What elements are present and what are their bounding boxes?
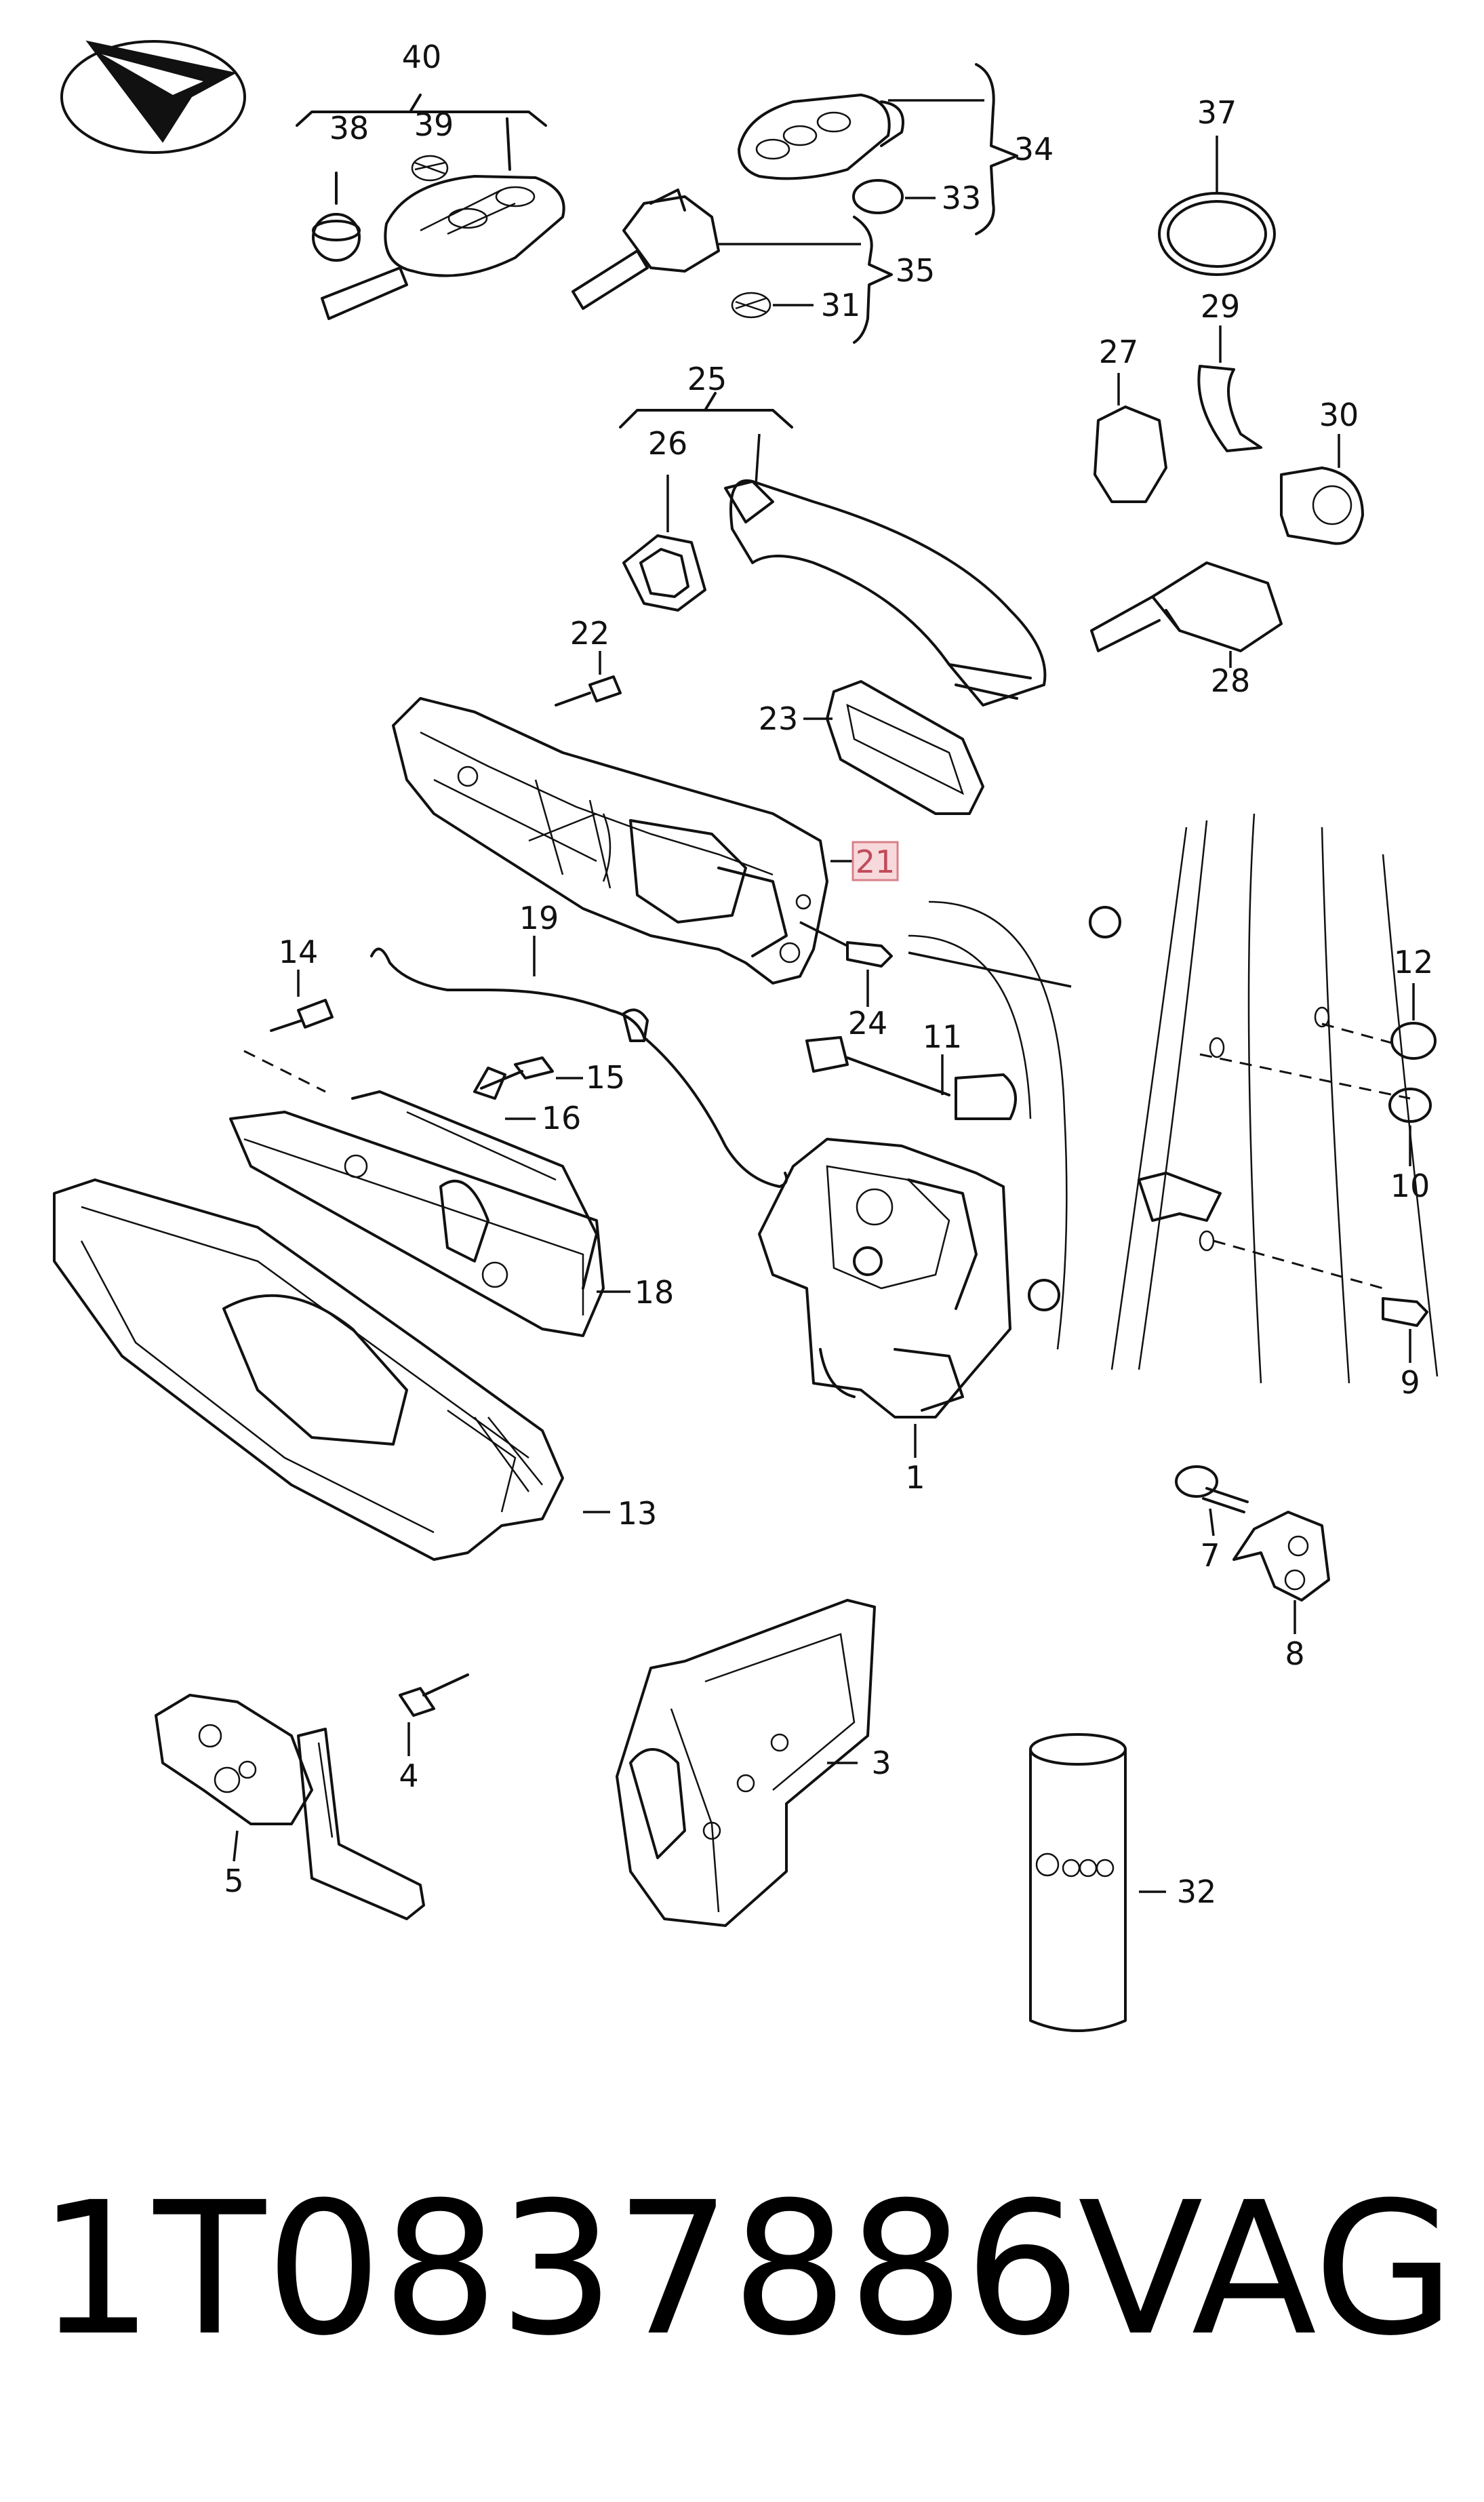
callout-14: 14 — [279, 934, 319, 970]
callout-8: 8 — [1285, 1635, 1304, 1672]
callout-21: 21 — [856, 843, 896, 880]
callout-39: 39 — [414, 106, 454, 143]
bracket-5 — [155, 1673, 469, 1920]
handle-carrier-21 — [392, 651, 1072, 1007]
callout-10: 10 — [1390, 1168, 1430, 1204]
callout-37: 37 — [1197, 94, 1237, 131]
callout-16: 16 — [542, 1100, 582, 1136]
trim-frame-18 — [229, 970, 630, 1337]
callout-26: 26 — [648, 425, 688, 462]
callout-22: 22 — [570, 615, 610, 652]
callout-32: 32 — [1177, 1873, 1217, 1910]
key-remote-40 — [296, 94, 565, 320]
plug-12 — [1382, 983, 1437, 1363]
callout-3: 3 — [871, 1745, 891, 1781]
callout-27: 27 — [1099, 334, 1139, 370]
callout-15: 15 — [586, 1059, 626, 1096]
door-lock-1 — [758, 1138, 1011, 1458]
callout-7: 7 — [1200, 1537, 1220, 1574]
callout-9: 9 — [1400, 1364, 1420, 1401]
callout-33: 33 — [942, 180, 982, 216]
callout-30: 30 — [1319, 397, 1359, 433]
outer-handle-25 — [619, 392, 1047, 707]
callout-21-highlight — [851, 841, 899, 881]
callout-35: 35 — [896, 252, 936, 289]
callout-38: 38 — [329, 110, 369, 146]
callout-19: 19 — [519, 900, 559, 936]
key-remote-34 — [571, 63, 1018, 344]
callout-18: 18 — [635, 1274, 675, 1311]
brand-name: VAG — [1078, 2162, 1456, 2376]
callout-11: 11 — [923, 1018, 963, 1055]
striker-8 — [1175, 1465, 1330, 1634]
lock-carrier-3 — [616, 1599, 876, 1927]
door-frame — [908, 813, 1439, 1384]
callout-31: 31 — [821, 287, 861, 323]
cable-19 — [370, 936, 1017, 1188]
callout-24: 24 — [848, 1005, 888, 1041]
callout-40: 40 — [402, 39, 442, 75]
callout-4: 4 — [399, 1758, 418, 1794]
callout-25: 25 — [687, 361, 727, 397]
callout-23: 23 — [759, 700, 799, 737]
callout-28: 28 — [1211, 662, 1251, 699]
callout-12: 12 — [1394, 944, 1434, 980]
part-number: 1T0837886 — [37, 2162, 1081, 2376]
callout-34: 34 — [1014, 131, 1054, 167]
callout-13: 13 — [618, 1495, 658, 1532]
callout-5: 5 — [224, 1863, 243, 1899]
grease-can-32 — [1029, 1733, 1166, 2032]
callout-labels: 40 38 39 34 33 35 31 37 25 26 27 29 30 2… — [224, 39, 1433, 1910]
inner-handle-13 — [53, 1178, 610, 1561]
callout-29: 29 — [1201, 288, 1241, 325]
o-ring-37 — [1158, 136, 1276, 276]
callout-1: 1 — [905, 1459, 925, 1496]
brand-logo-icon — [60, 40, 246, 154]
lock-cylinder-28 — [1090, 325, 1364, 668]
